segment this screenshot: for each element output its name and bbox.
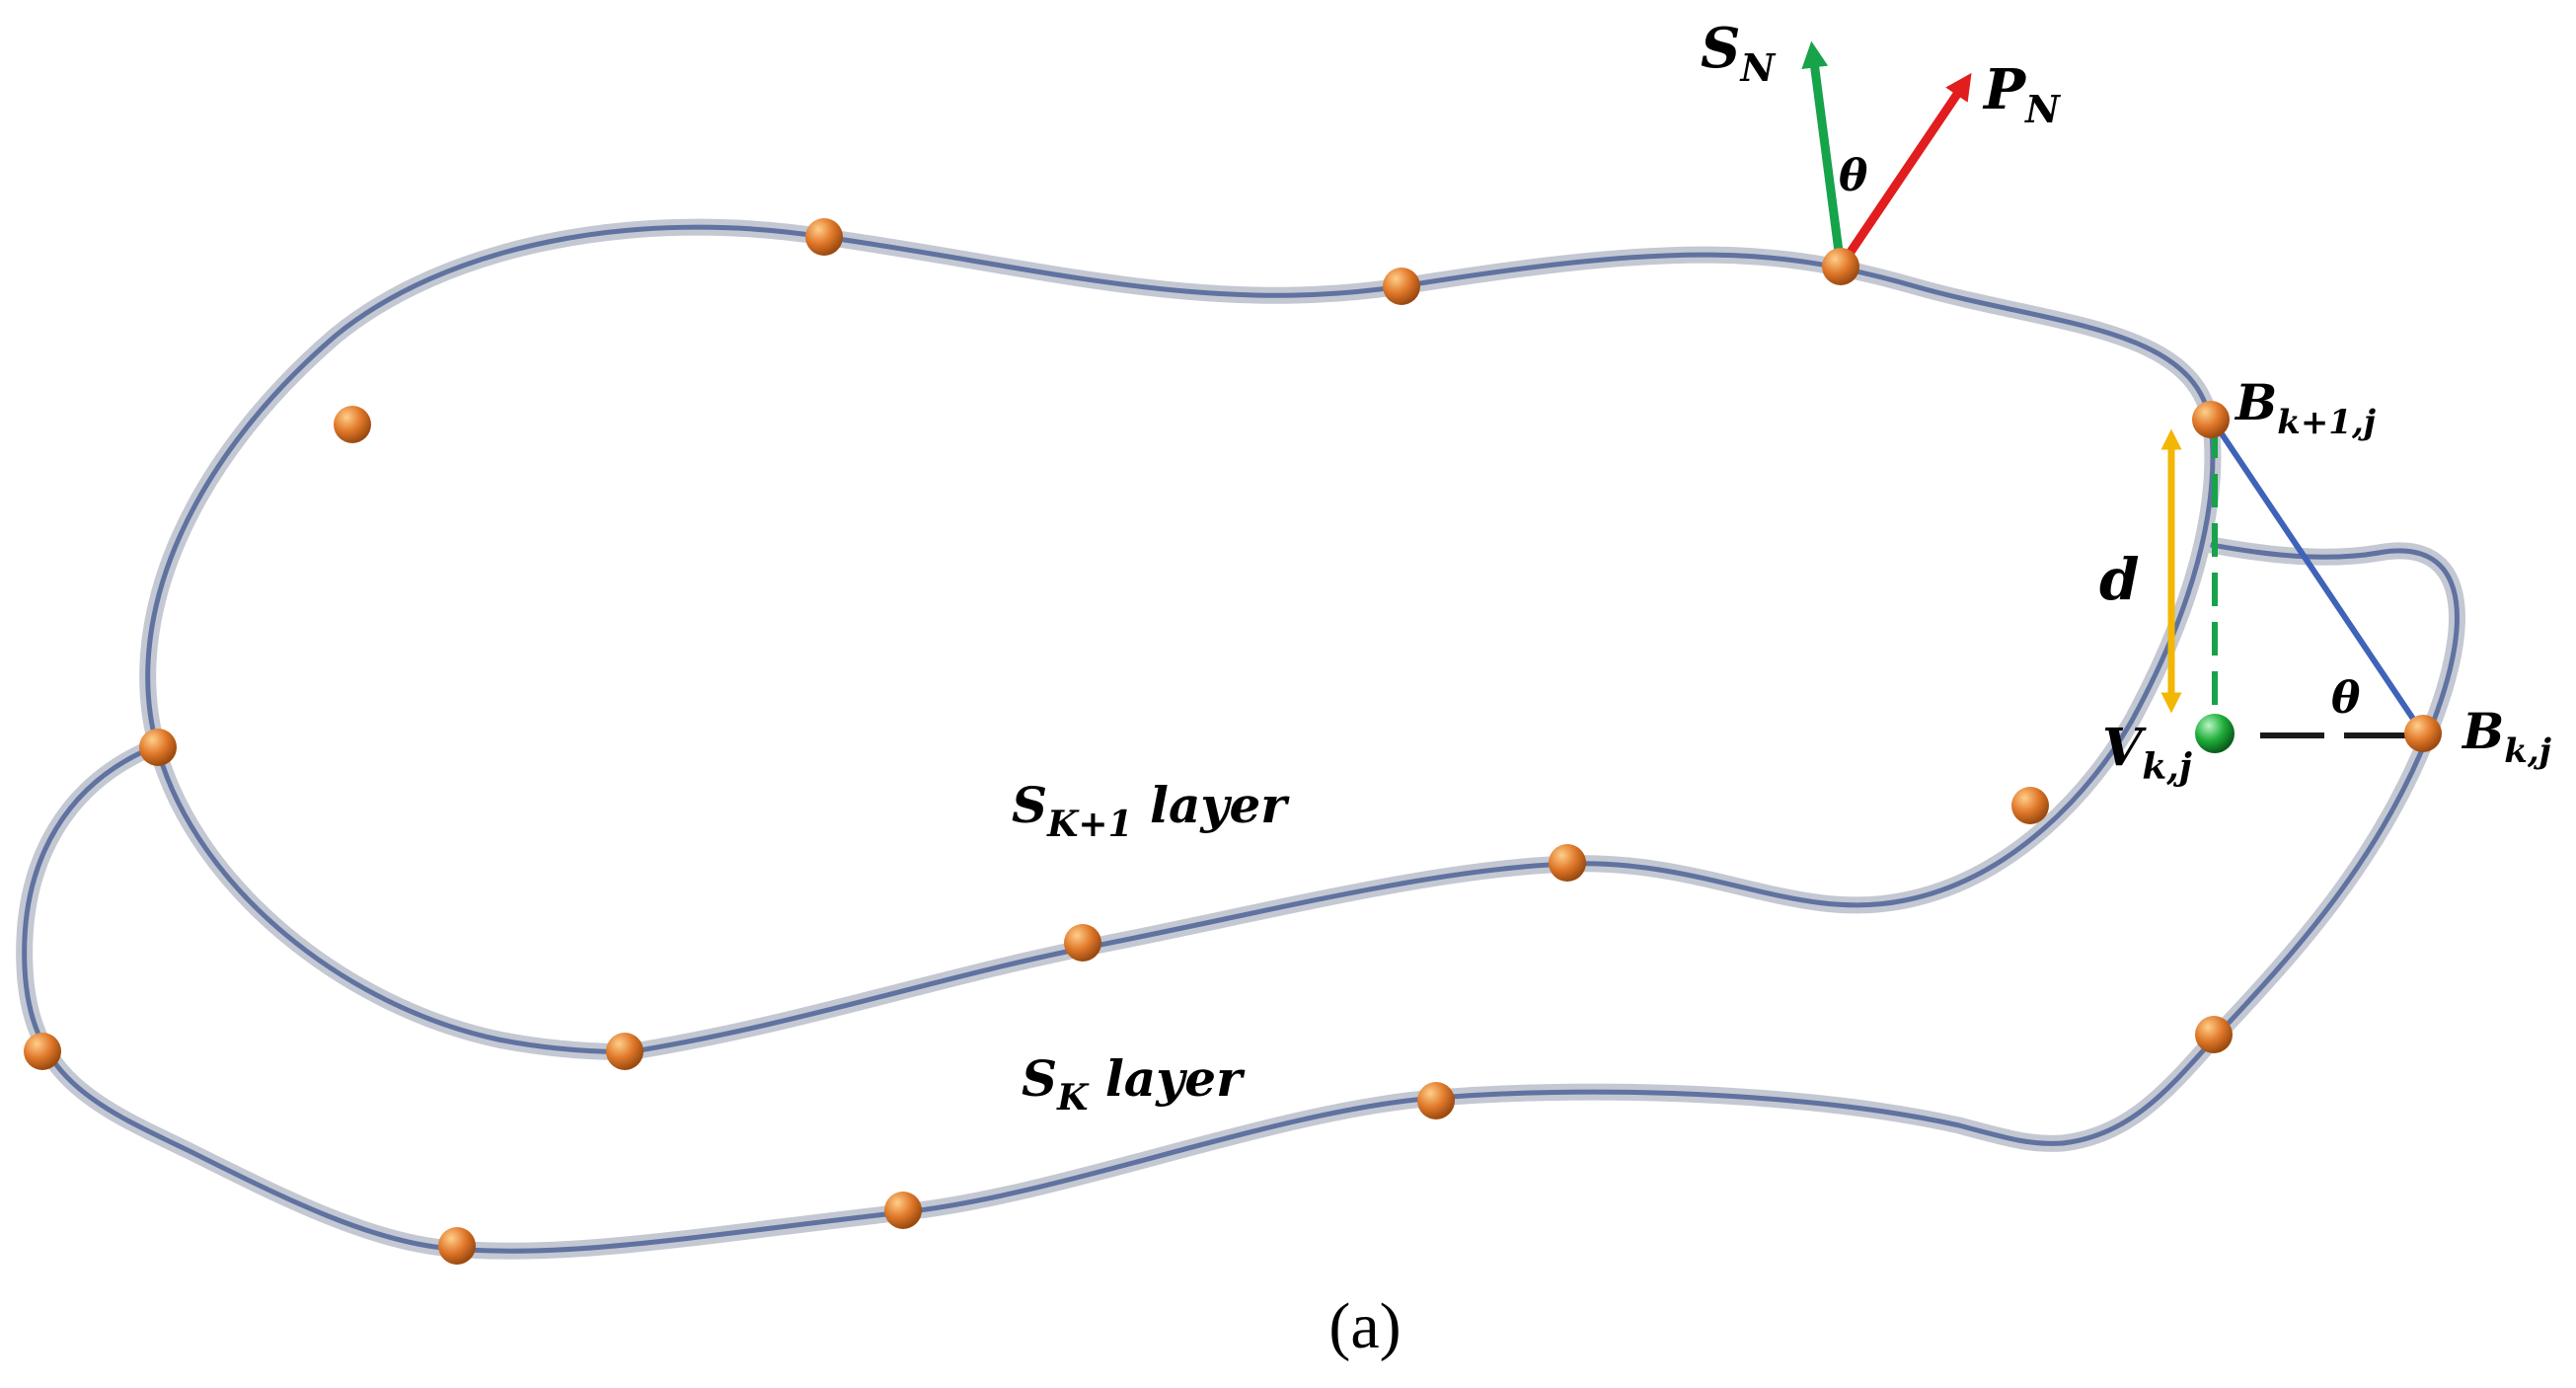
b-connector-line (2210, 419, 2426, 735)
sphere-node-icon (1064, 924, 1101, 962)
p-n-vector-arrow (1837, 72, 1972, 270)
s-n-vector-arrow (1801, 40, 1846, 268)
label-s-k-layer: SK layer (1022, 1049, 1246, 1118)
label-d: d (2099, 546, 2140, 613)
sphere-node-icon (334, 406, 371, 443)
sphere-node-icon (1383, 268, 1420, 305)
label-v-k-j: Vk,j (2102, 718, 2192, 788)
sphere-node-icon (805, 218, 843, 256)
label-b-k1-j: Bk+1,j (2234, 373, 2377, 442)
sphere-vertex-icon (2195, 714, 2235, 753)
label-p-n: PN (1982, 57, 2061, 131)
construction-lines (2160, 419, 2426, 738)
sphere-node-icon (1417, 1082, 1455, 1119)
label-s-n: SN (1701, 16, 1776, 90)
label-theta-top: θ (1839, 151, 1868, 201)
s-k-halo (16, 536, 2465, 1260)
sphere-node-icon (884, 1192, 922, 1229)
sphere-node-icon (1549, 844, 1586, 882)
sphere-node-icon (24, 1033, 61, 1070)
sphere-node-icon (2011, 787, 2049, 824)
sphere-node-icon (2404, 715, 2442, 752)
labels: SN PN θ Bk+1,j d θ Vk,j Bk,j SK+1 layer … (1012, 16, 2552, 1362)
s-k-layer-contour (16, 536, 2465, 1260)
label-s-k1-layer: SK+1 layer (1012, 776, 1290, 845)
sphere-node-icon (1822, 248, 1859, 285)
s-k1-curve (145, 224, 2216, 1055)
sphere-node-icon (2192, 401, 2230, 438)
contour-nodes (24, 218, 2442, 1265)
sphere-node-icon (2195, 1016, 2233, 1053)
label-theta-low: θ (2331, 673, 2361, 724)
label-b-k-j: Bk,j (2461, 702, 2552, 771)
sphere-node-icon (606, 1033, 644, 1070)
normal-vectors (1801, 40, 1972, 270)
sphere-node-icon (438, 1227, 476, 1265)
sphere-node-icon (139, 729, 177, 766)
s-k1-layer-contour (139, 218, 2222, 1061)
figure-caption: (a) (1328, 1290, 1401, 1362)
